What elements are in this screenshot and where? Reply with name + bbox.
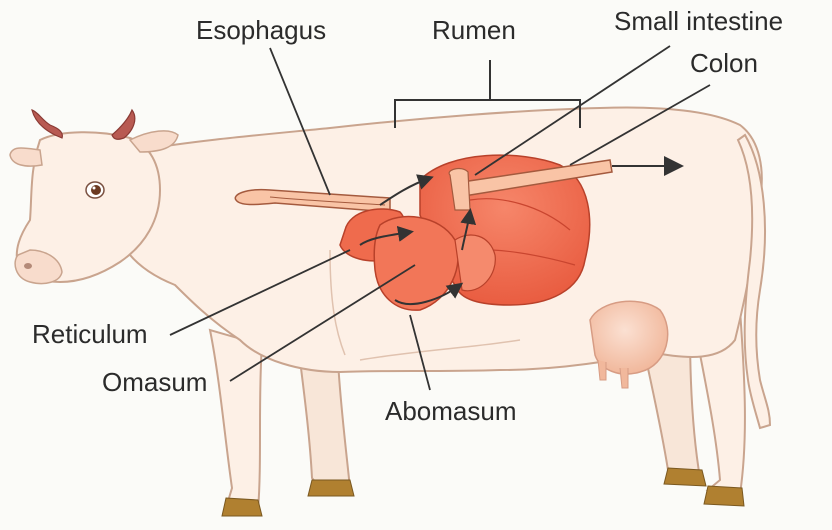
cow-horn-right — [112, 110, 135, 139]
cow-hoof-front-far — [308, 480, 354, 496]
cow-front-leg-far — [300, 360, 350, 490]
label-rumen: Rumen — [432, 15, 516, 45]
label-reticulum: Reticulum — [32, 319, 148, 349]
cow-illustration — [10, 108, 770, 516]
cow-horn-left — [32, 110, 62, 138]
cow-front-leg-near — [210, 330, 262, 510]
label-small-intestine: Small intestine — [614, 6, 783, 36]
cow-eye — [86, 182, 104, 198]
label-colon: Colon — [690, 48, 758, 78]
label-abomasum: Abomasum — [385, 396, 517, 426]
cow-hoof-back-far — [664, 468, 706, 486]
cow-ear-left — [10, 148, 42, 166]
label-omasum: Omasum — [102, 367, 207, 397]
label-esophagus: Esophagus — [196, 15, 326, 45]
cow-hoof-back-near — [704, 486, 744, 506]
cow-hoof-front-near — [222, 498, 262, 516]
